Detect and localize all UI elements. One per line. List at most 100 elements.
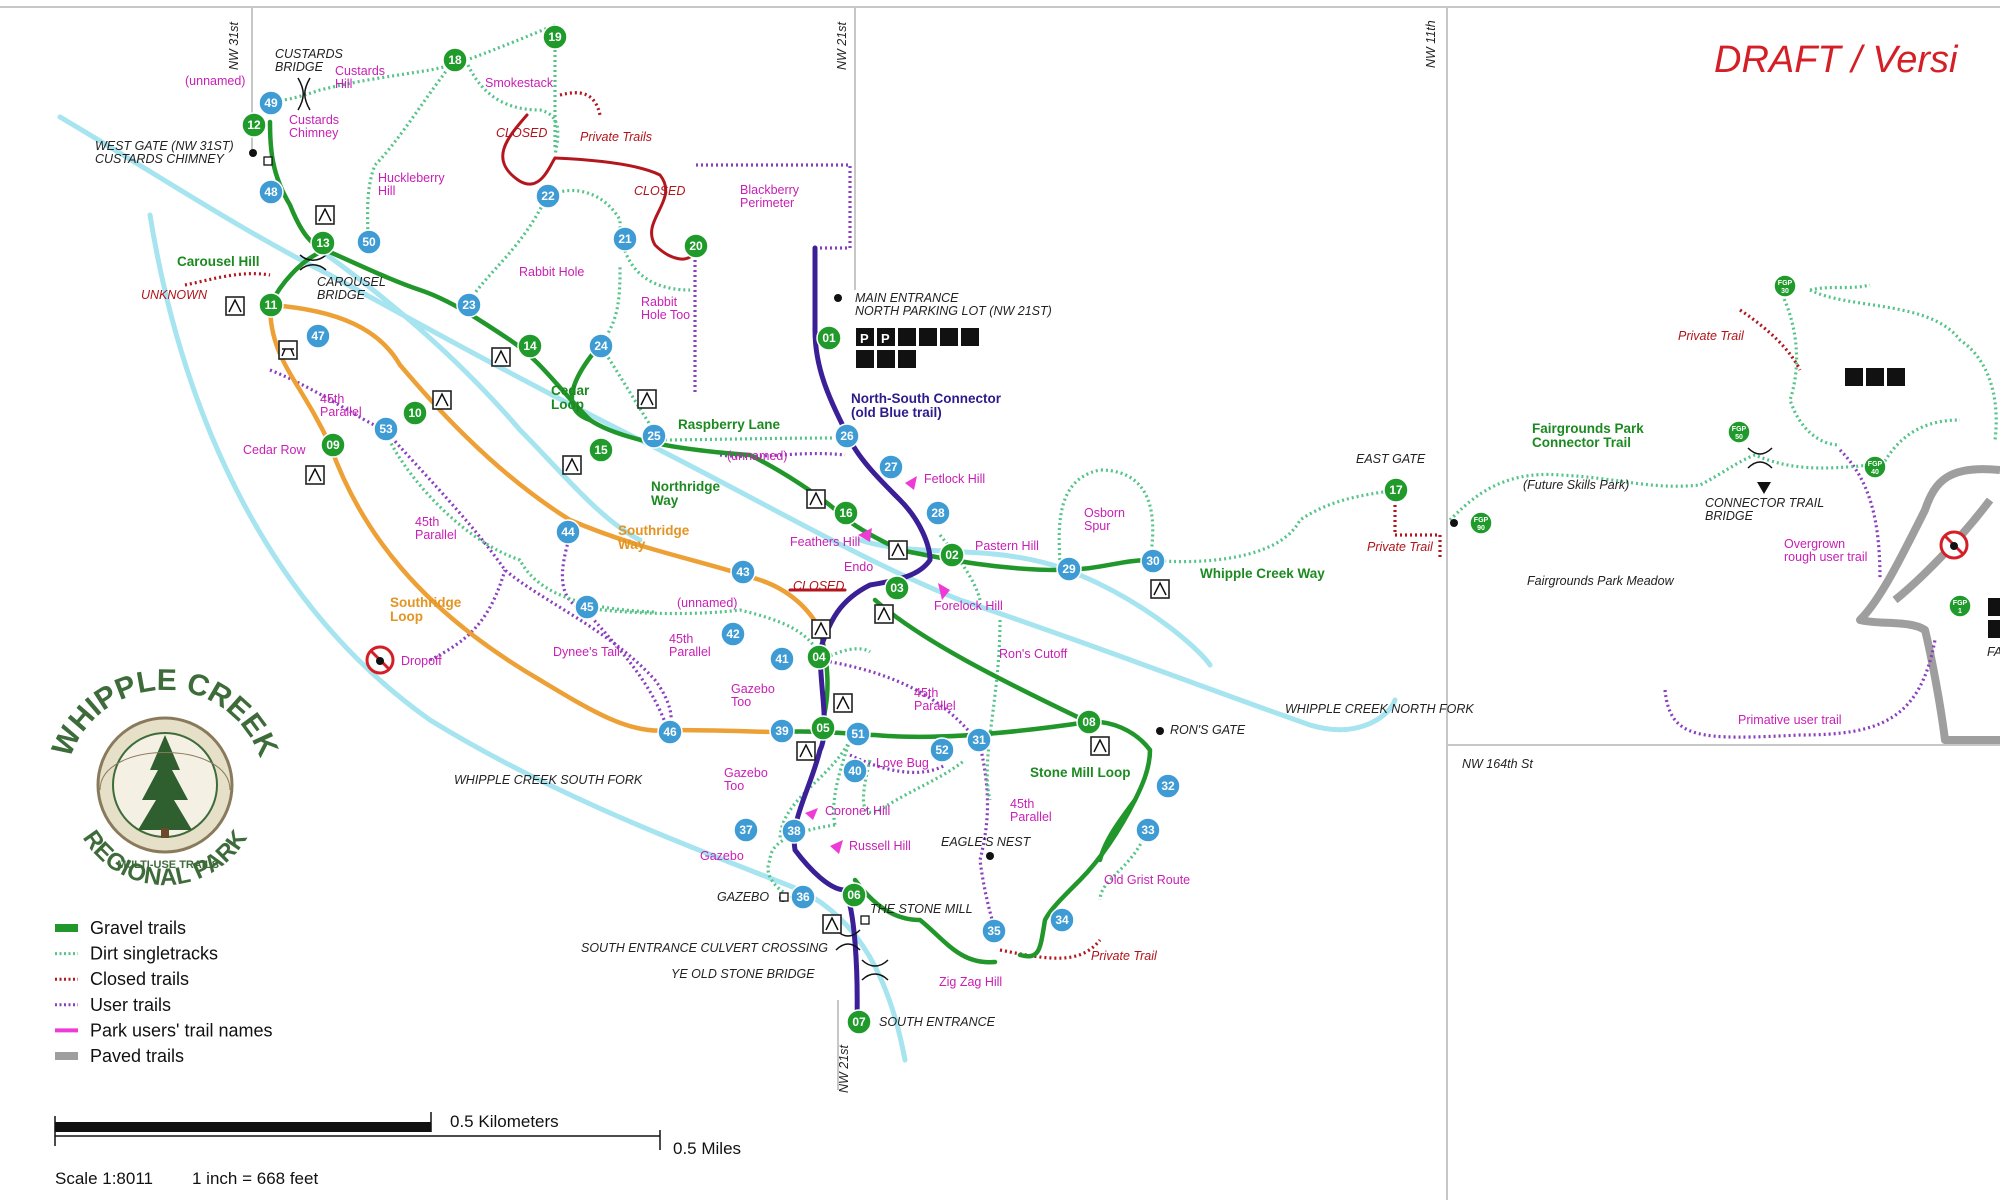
- trail-node: 12: [241, 112, 267, 138]
- shelter-icon: [491, 347, 511, 367]
- trail-node: 22: [535, 183, 561, 209]
- logo-sub-text: MULTI-USE TRAILS: [117, 859, 219, 871]
- node-number: 23: [462, 298, 476, 312]
- label-west-gate: WEST GATE (NW 31ST)CUSTARDS CHIMNEY: [95, 139, 234, 166]
- legend-item: Paved trails: [55, 1046, 184, 1066]
- label-feathers: Feathers Hill: [790, 535, 860, 549]
- node-number: 07: [852, 1015, 866, 1029]
- square-point-icon: [263, 156, 273, 166]
- node-number: 16: [839, 506, 853, 520]
- label-unnamed1: (unnamed): [185, 74, 245, 88]
- label-south-entrance: SOUTH ENTRANCE: [879, 1015, 996, 1029]
- trail-node: 19: [542, 24, 568, 50]
- shelter-icon: [806, 489, 826, 509]
- node-number: 12: [247, 118, 261, 132]
- label-fetlock: Fetlock Hill: [924, 472, 985, 486]
- label-smokestack: Smokestack: [485, 76, 554, 90]
- svg-text:P: P: [881, 331, 890, 346]
- node-number: 49: [264, 96, 278, 110]
- trail-node: 07: [846, 1009, 872, 1035]
- trail-node: 16: [833, 500, 859, 526]
- connector-bridge-icon: [1747, 447, 1773, 469]
- label-east-gate: EAST GATE: [1356, 452, 1426, 466]
- label-carousel-hill: Carousel Hill: [177, 254, 260, 269]
- node-number: 10: [408, 406, 422, 420]
- shelter-icon: [225, 296, 245, 316]
- draft-banner: DRAFT / Versi: [1714, 39, 1959, 81]
- trail-node: 42: [720, 621, 746, 647]
- streams: [57, 114, 1398, 1063]
- trail-node: 11: [258, 292, 284, 318]
- trail-node: 49: [258, 90, 284, 116]
- legend-label: User trails: [90, 995, 171, 1015]
- label-primitive: Primative user trail: [1738, 713, 1842, 727]
- legend-label: Closed trails: [90, 969, 189, 989]
- legend-item: Closed trails: [55, 969, 189, 989]
- shelter-icon: [305, 465, 325, 485]
- trail-node: 30: [1140, 548, 1166, 574]
- node-number: 09: [326, 438, 340, 452]
- node-number: 47: [311, 329, 325, 343]
- label-closed3: CLOSED: [793, 579, 844, 593]
- node-number: 15: [594, 443, 608, 457]
- node-number: 29: [1062, 562, 1076, 576]
- trail-node: 23: [456, 292, 482, 318]
- bridge-icons: [297, 77, 1773, 981]
- node-number: 37: [739, 823, 753, 837]
- node-number: 39: [775, 724, 789, 738]
- legend-item: Gravel trails: [55, 918, 186, 938]
- node-number: 02: [945, 548, 959, 562]
- node-number: 18: [448, 53, 462, 67]
- label-eagles-nest: EAGLE'S NEST: [941, 835, 1032, 849]
- node-number: 48: [264, 185, 278, 199]
- legend-label: Paved trails: [90, 1046, 184, 1066]
- road-label-nw21-bottom: NW 21st: [837, 1045, 851, 1093]
- trail-node: 44: [555, 519, 581, 545]
- label-coronet: Coronet Hill: [825, 804, 890, 818]
- closed-trails: [184, 91, 1802, 960]
- trail-node: 24: [588, 333, 614, 359]
- label-dropoff: Dropoff: [401, 654, 442, 668]
- scale-ratio: Scale 1:8011: [55, 1169, 153, 1188]
- svg-text:30: 30: [1781, 288, 1789, 295]
- trail-node: 48: [258, 179, 284, 205]
- park-logo: WHIPPLE CREEK REGIONAL PARK MULTI-USE TR…: [46, 664, 285, 891]
- svg-text:FGP: FGP: [1953, 600, 1968, 607]
- label-raspberry: Raspberry Lane: [678, 417, 781, 432]
- trail-node: 50: [356, 229, 382, 255]
- trail-node: 25: [641, 423, 667, 449]
- trail-node: 15: [588, 437, 614, 463]
- legend-item: User trails: [55, 995, 171, 1015]
- trail-node: 31: [966, 727, 992, 753]
- trail-node: 33: [1135, 817, 1161, 843]
- label-gazebo-cap: GAZEBO: [717, 890, 769, 904]
- node-number: 32: [1161, 779, 1175, 793]
- node-number: 20: [689, 239, 703, 253]
- svg-text:90: 90: [1477, 525, 1485, 532]
- label-private-trail-fg: Private Trail: [1678, 329, 1745, 343]
- trail-node: 38: [781, 818, 807, 844]
- stream-north: [57, 114, 1398, 733]
- label-dynees: Dynee's Tail: [553, 645, 620, 659]
- pink-pointers: [805, 476, 950, 854]
- node-number: 51: [851, 727, 865, 741]
- trail-node: 37: [733, 817, 759, 843]
- shelter-icon: [888, 540, 908, 560]
- facility-icons: P P: [225, 156, 2000, 934]
- svg-text:50: 50: [1735, 434, 1743, 441]
- carousel-bridge-icon: [299, 254, 327, 271]
